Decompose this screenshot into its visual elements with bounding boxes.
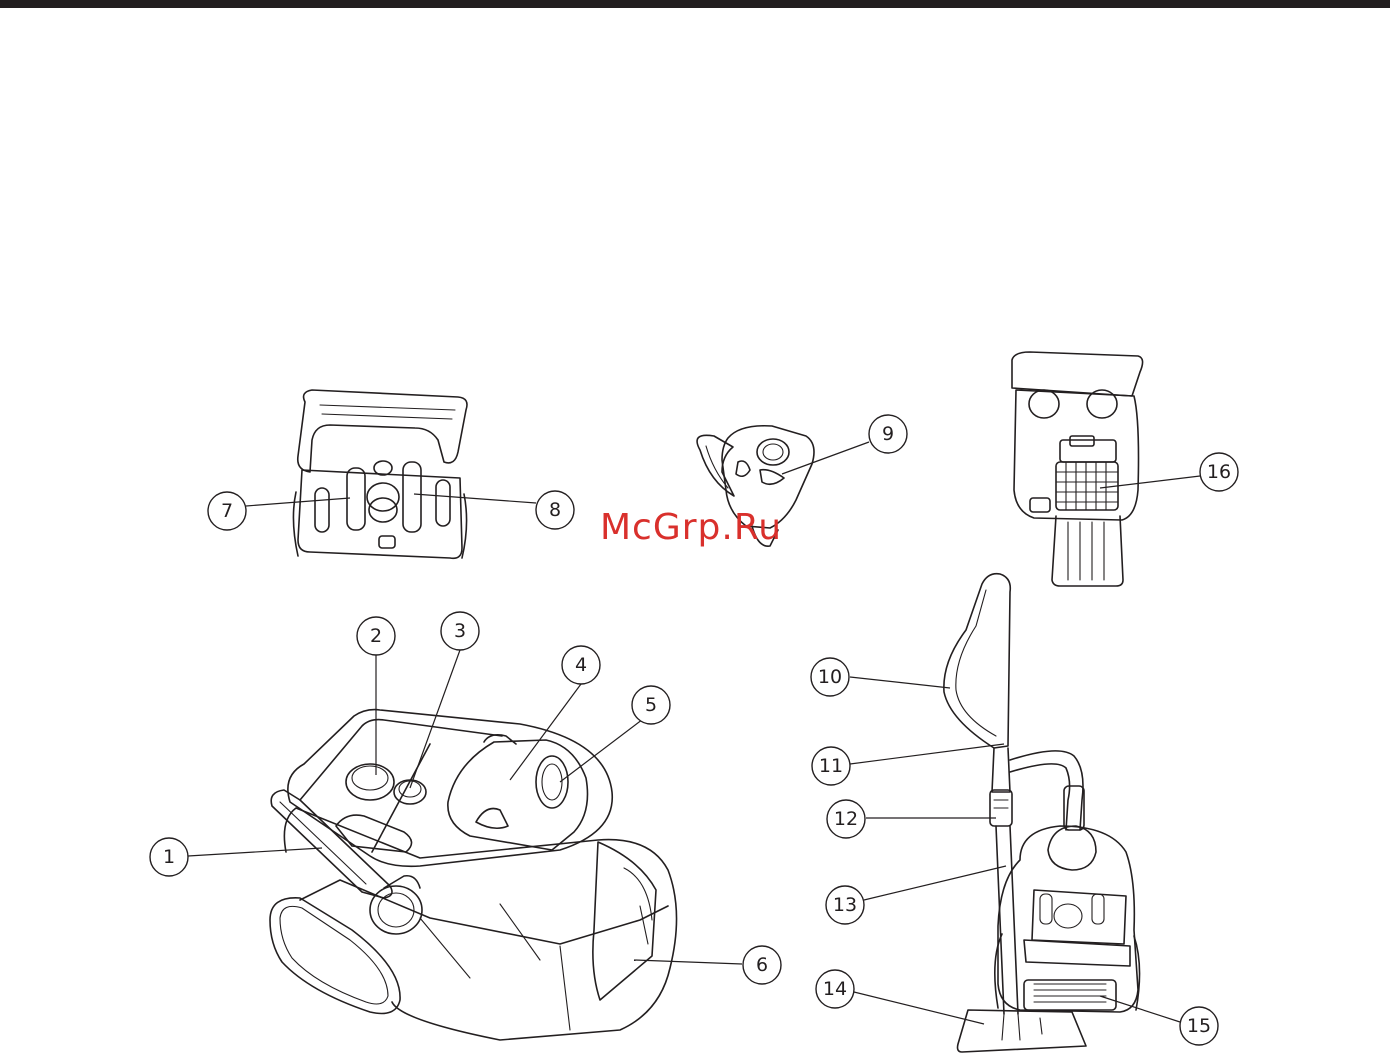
callout-4-label: 4	[575, 654, 587, 676]
watermark-text: McGrp.Ru	[600, 507, 782, 548]
callout-6: 6	[743, 946, 781, 984]
callout-7-label: 7	[221, 500, 233, 522]
callout-3: 3	[441, 612, 479, 650]
callout-5-label: 5	[645, 694, 657, 716]
callout-3-label: 3	[454, 620, 466, 642]
callout-10-label: 10	[818, 666, 842, 688]
callout-1: 1	[150, 838, 188, 876]
callout-8-label: 8	[549, 499, 561, 521]
callout-7: 7	[208, 492, 246, 530]
callout-13: 13	[826, 886, 864, 924]
callout-5: 5	[632, 686, 670, 724]
callout-11-label: 11	[819, 755, 843, 777]
callout-16: 16	[1200, 453, 1238, 491]
callout-16-label: 16	[1207, 461, 1231, 483]
callout-2-label: 2	[370, 625, 382, 647]
container-open-drawing	[293, 390, 467, 558]
callout-9-label: 9	[882, 423, 894, 445]
callout-14-label: 14	[823, 978, 847, 1000]
callout-15: 15	[1180, 1007, 1218, 1045]
callout-9: 9	[869, 415, 907, 453]
callout-6-label: 6	[756, 954, 768, 976]
callout-1-label: 1	[163, 846, 175, 868]
callout-15-label: 15	[1187, 1015, 1211, 1037]
callout-10: 10	[811, 658, 849, 696]
callout-12: 12	[827, 800, 865, 838]
callout-12-label: 12	[834, 808, 858, 830]
callout-4: 4	[562, 646, 600, 684]
callout-2: 2	[357, 617, 395, 655]
callout-13-label: 13	[833, 894, 857, 916]
callout-14: 14	[816, 970, 854, 1008]
vacuum-body-drawing	[270, 710, 677, 1040]
rear-view-drawing	[1012, 352, 1143, 586]
assembled-vacuum-drawing	[944, 574, 1140, 1052]
callout-8: 8	[536, 491, 574, 529]
callout-11: 11	[812, 747, 850, 785]
